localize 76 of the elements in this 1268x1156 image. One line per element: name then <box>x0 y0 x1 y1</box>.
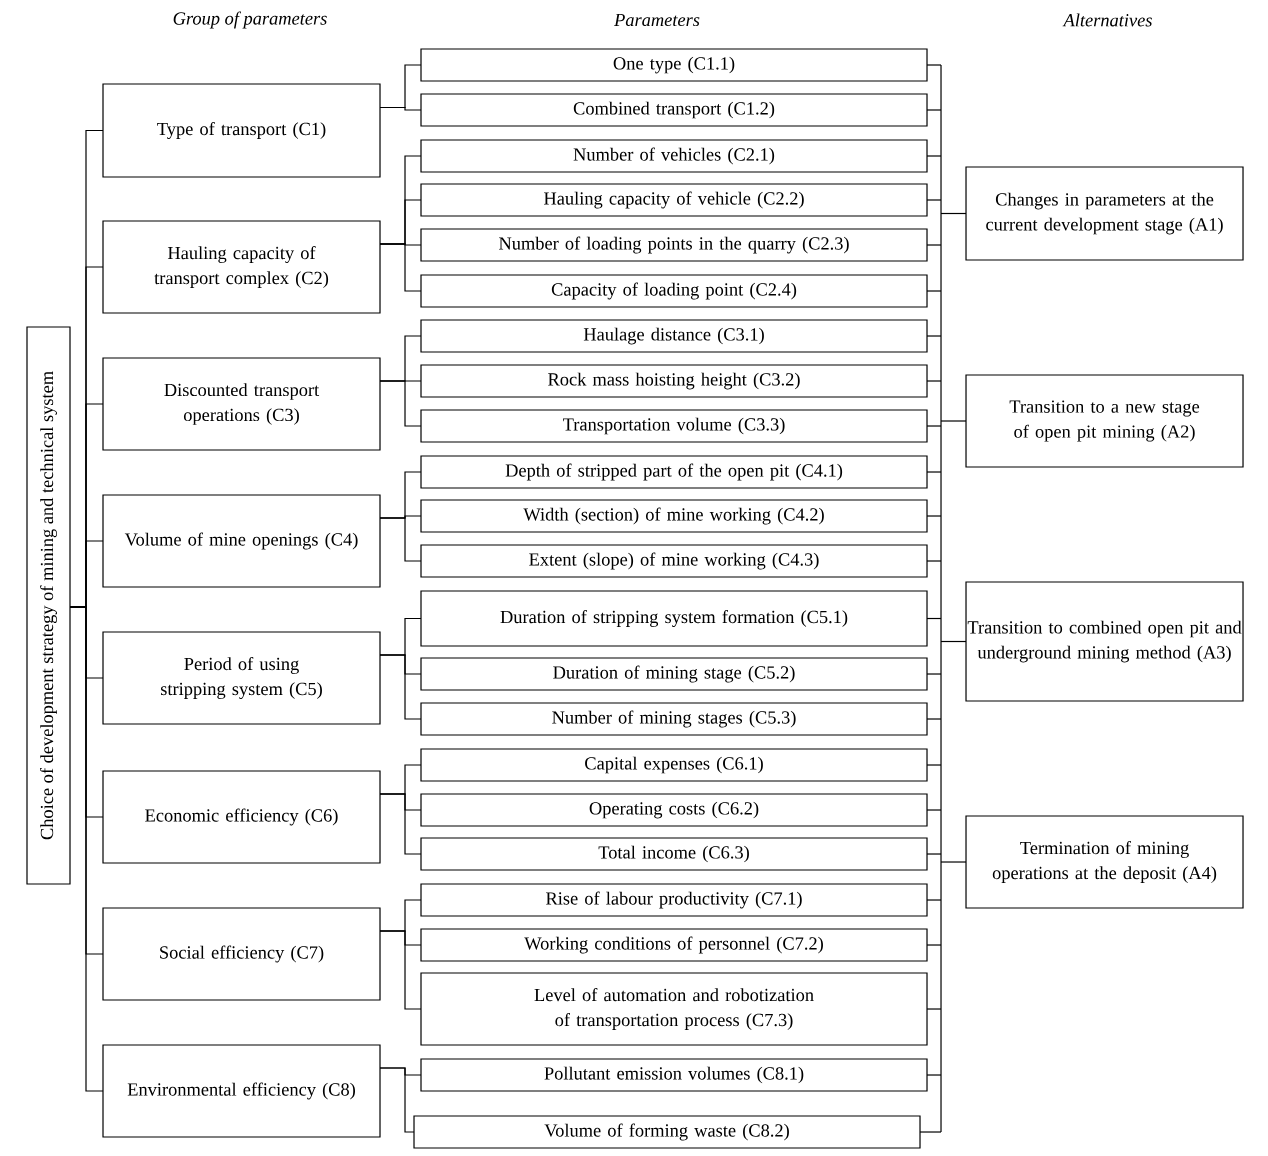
connector-line <box>940 420 967 422</box>
connector-line <box>926 244 942 246</box>
connector-line <box>926 335 942 337</box>
parameter-box: Pollutant emission volumes (C8.1) <box>420 1058 928 1092</box>
column-heading: Group of parameters <box>173 11 327 29</box>
parameter-box: Number of mining stages (C5.3) <box>420 702 928 736</box>
alternative-box: Termination of mining operations at the deposit (A4) <box>965 815 1244 909</box>
connector-line <box>926 1008 942 1010</box>
parameter-box: Working conditions of personnel (C7.2) <box>420 928 928 962</box>
connector-line <box>926 944 942 946</box>
group-box: Period of using stripping system (C5) <box>102 631 381 725</box>
parameter-box: Extent (slope) of mine working (C4.3) <box>420 544 928 578</box>
connector-line <box>926 718 942 720</box>
connector-line <box>940 212 967 215</box>
connector-line <box>926 109 942 111</box>
connector-line <box>926 290 942 292</box>
connector-line <box>926 1074 942 1076</box>
column-heading: Parameters <box>614 13 700 27</box>
parameter-box: Transportation volume (C3.3) <box>420 409 928 443</box>
parameter-box: Capital expenses (C6.1) <box>420 748 928 782</box>
alternative-box: Changes in parameters at the current development stage (A1) <box>965 166 1244 261</box>
connector-line <box>379 930 422 1010</box>
connector-line <box>379 1067 415 1133</box>
connector-line <box>379 654 422 720</box>
connector-line <box>926 64 942 66</box>
connector-line <box>926 471 942 473</box>
parameter-box: Level of automation and robotization of transportation process (C7.3) <box>420 972 928 1046</box>
connector-line <box>379 517 422 562</box>
connector-line <box>926 809 942 811</box>
parameter-box: Capacity of loading point (C2.4) <box>420 274 928 308</box>
connector-line <box>379 243 422 292</box>
connector-line <box>926 380 942 382</box>
connector-line <box>926 515 942 517</box>
parameter-box: Number of loading points in the quarry (C2.3) <box>420 228 928 262</box>
connector-line <box>926 560 942 562</box>
group-box: Economic efficiency (C6) <box>102 770 381 864</box>
parameter-box: Operating costs (C6.2) <box>420 793 928 827</box>
parameter-box: One type (C1.1) <box>420 48 928 82</box>
connector-line <box>926 853 942 855</box>
alternative-box: Transition to combined open pit and underground mining method (A3) <box>965 581 1244 702</box>
parameter-box: Haulage distance (C3.1) <box>420 319 928 353</box>
parameter-box: Volume of forming waste (C8.2) <box>413 1115 921 1149</box>
parameter-box: Rock mass hoisting height (C3.2) <box>420 364 928 398</box>
parameter-box: Depth of stripped part of the open pit (C4.1) <box>420 455 928 489</box>
column-heading: Alternatives <box>1062 13 1152 27</box>
connector-line <box>926 673 942 675</box>
connector-line <box>379 380 422 427</box>
parameter-box: Duration of stripping system formation (C5.1) <box>420 590 928 647</box>
connector-line <box>379 793 422 855</box>
connector-line <box>69 606 104 1092</box>
connector-line <box>926 155 942 157</box>
connector-line <box>926 617 942 620</box>
connector-line <box>926 425 942 427</box>
connector-line <box>926 764 942 766</box>
parameter-box: Width (section) of mine working (C4.2) <box>420 499 928 533</box>
root-box: Choice of development strategy of mining and technical system <box>26 326 71 885</box>
connector-line <box>940 64 942 1133</box>
connector-line <box>379 106 422 111</box>
connector-line <box>919 1131 942 1133</box>
parameter-box: Total income (C6.3) <box>420 837 928 871</box>
parameter-box: Combined transport (C1.2) <box>420 93 928 127</box>
group-box: Environmental efficiency (C8) <box>102 1044 381 1138</box>
group-box: Hauling capacity of transport complex (C2) <box>102 220 381 314</box>
connector-line <box>940 861 967 863</box>
group-box: Social efficiency (C7) <box>102 907 381 1001</box>
group-box: Type of transport (C1) <box>102 83 381 178</box>
connector-line <box>926 199 942 201</box>
alternative-box: Transition to a new stage of open pit mining (A2) <box>965 374 1244 468</box>
parameter-box: Duration of mining stage (C5.2) <box>420 657 928 691</box>
group-box: Discounted transport operations (C3) <box>102 357 381 451</box>
group-box: Volume of mine openings (C4) <box>102 494 381 588</box>
parameter-box: Hauling capacity of vehicle (C2.2) <box>420 183 928 217</box>
connector-line <box>940 640 967 643</box>
connector-line <box>926 899 942 901</box>
parameter-box: Number of vehicles (C2.1) <box>420 139 928 173</box>
parameter-box: Rise of labour productivity (C7.1) <box>420 883 928 917</box>
